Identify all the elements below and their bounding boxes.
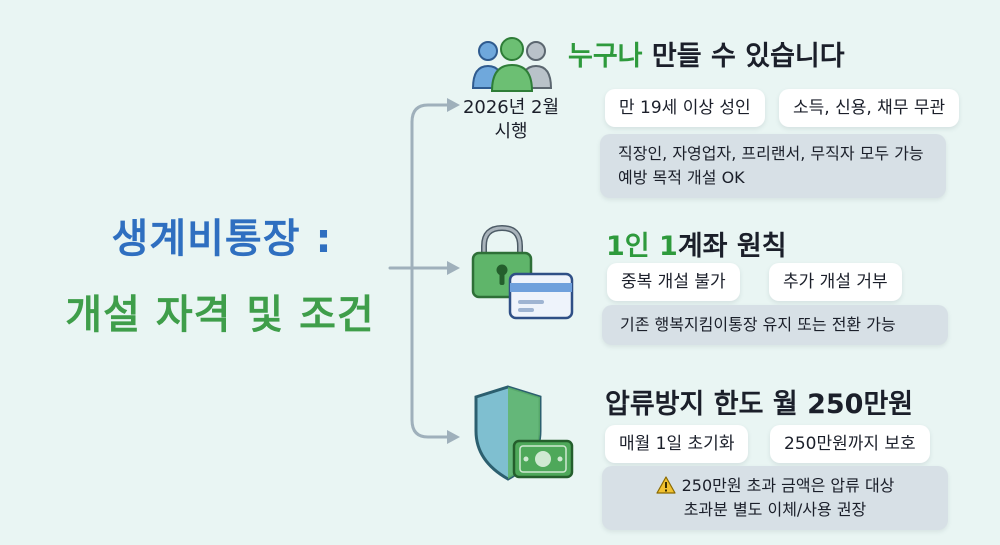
eligibility-heading: 누구나 만들 수 있습니다	[568, 34, 845, 73]
limit-heading: 압류방지 한도 월 250만원	[605, 389, 914, 420]
padlock-card-icon	[471, 224, 574, 320]
one-account-heading-accent: 1인 1	[606, 231, 678, 262]
launch-date: 2026년 2월 시행	[445, 96, 577, 144]
people-group-icon	[471, 37, 553, 92]
eligibility-heading-rest: 만들 수 있습니다	[642, 41, 845, 72]
limit-note-line2: 초과분 별도 이체/사용 권장	[683, 500, 867, 519]
chip-no-conditions: 소득, 신용, 채무 무관	[779, 89, 960, 127]
shield-money-icon	[474, 385, 574, 481]
eligibility-heading-accent: 누구나	[568, 41, 643, 72]
launch-date-line2: 시행	[494, 121, 528, 142]
chip-protected-amount: 250만원까지 보호	[770, 425, 930, 463]
one-account-heading: 1인 1계좌 원칙	[606, 224, 787, 263]
one-account-note-line1: 기존 행복지킴이통장 유지 또는 전환 가능	[620, 315, 896, 334]
eligibility-note-line2: 예방 목적 개설 OK	[618, 168, 745, 187]
main-title-line2: 개설 자격 및 조건	[65, 292, 375, 338]
main-title-line1: 생계비통장 :	[111, 216, 333, 262]
chip-no-duplicate: 중복 개설 불가	[607, 263, 740, 301]
chip-monthly-reset: 매월 1일 초기화	[605, 425, 749, 463]
warning-icon	[655, 476, 676, 494]
one-account-note: 기존 행복지킴이통장 유지 또는 전환 가능	[602, 305, 948, 345]
one-account-heading-rest: 계좌 원칙	[677, 231, 787, 262]
launch-date-line1: 2026년 2월	[462, 97, 560, 118]
limit-note-line1: 250만원 초과 금액은 압류 대상	[620, 474, 930, 498]
limit-note: 250만원 초과 금액은 압류 대상 초과분 별도 이체/사용 권장	[602, 466, 948, 530]
eligibility-note: 직장인, 자영업자, 프리랜서, 무직자 모두 가능 예방 목적 개설 OK	[600, 134, 946, 198]
chip-additional-refused: 추가 개설 거부	[769, 263, 902, 301]
chip-adult-age: 만 19세 이상 성인	[605, 89, 765, 127]
limit-note-line1-text: 250만원 초과 금액은 압류 대상	[681, 476, 895, 495]
eligibility-note-line1: 직장인, 자영업자, 프리랜서, 무직자 모두 가능	[618, 144, 924, 163]
